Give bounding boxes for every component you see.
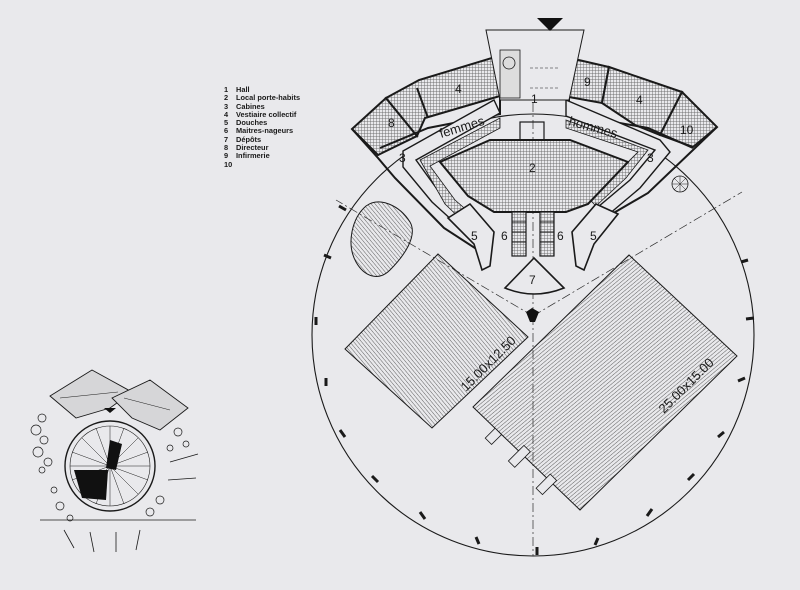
room-number: 6 bbox=[557, 229, 564, 243]
legend-row: 3 Cabines bbox=[224, 101, 300, 111]
showers-left bbox=[446, 202, 495, 272]
room-number: 8 bbox=[388, 116, 395, 130]
legend-label: Douches bbox=[236, 118, 268, 128]
legend-row: 2 Local porte-habits bbox=[224, 93, 301, 103]
site-sketch bbox=[30, 369, 199, 553]
room-number: 5 bbox=[590, 229, 597, 243]
legend-label: Directeur bbox=[236, 143, 269, 153]
legend-number: 6 bbox=[224, 126, 229, 136]
room-number: 10 bbox=[680, 123, 694, 137]
legend-label: Maitres-nageurs bbox=[236, 126, 294, 136]
room-number: 9 bbox=[584, 75, 591, 89]
legend-row: 5 Douches bbox=[224, 118, 300, 128]
legend-row: 1 Hall bbox=[224, 85, 300, 94]
legend-row: 10 bbox=[224, 159, 300, 169]
room-numbers: 1 2 3 3 4 4 5 5 6 6 7 8 9 10 bbox=[388, 75, 694, 287]
legend: 1 Hall 2 Local porte-habits 3 Cabines 4 Vest… bbox=[224, 85, 301, 169]
legend-number: 1 bbox=[224, 85, 229, 94]
showers-right bbox=[571, 203, 620, 272]
legend-number: 4 bbox=[224, 109, 229, 119]
legend-label: Hall bbox=[236, 85, 250, 94]
room-number: 7 bbox=[529, 273, 536, 287]
legend-number: 10 bbox=[224, 159, 233, 169]
legend-number: 5 bbox=[224, 118, 229, 128]
entrance-arrow bbox=[537, 18, 563, 31]
legend-label: Dépôts bbox=[236, 134, 262, 144]
legend-number: 7 bbox=[224, 134, 229, 144]
center-marker bbox=[526, 308, 539, 322]
room-number: 2 bbox=[529, 161, 536, 175]
legend-label: Cabines bbox=[236, 101, 265, 111]
legend-number: 2 bbox=[224, 93, 229, 103]
paddling-pool bbox=[350, 201, 413, 277]
legend-number: 8 bbox=[224, 143, 229, 153]
room-locker-right bbox=[600, 65, 684, 137]
legend-number: 3 bbox=[224, 101, 229, 111]
legend-row: 9 Infirmerie bbox=[224, 151, 300, 161]
room-number: 1 bbox=[531, 92, 538, 106]
lifeguard-blocks bbox=[511, 211, 555, 257]
room-number: 4 bbox=[636, 93, 643, 107]
legend-label: Local porte-habits bbox=[236, 93, 301, 103]
room-number: 5 bbox=[471, 229, 478, 243]
room-number: 3 bbox=[647, 151, 654, 165]
spiral-stair bbox=[671, 175, 689, 193]
legend-row: 8 Directeur bbox=[224, 143, 300, 153]
room-number: 3 bbox=[399, 151, 406, 165]
legend-number: 9 bbox=[224, 151, 229, 161]
legend-row: 4 Vestiaire collectif bbox=[224, 109, 300, 119]
legend-row: 6 Maitres-nageurs bbox=[224, 126, 300, 136]
legend-row: 7 Dépôts bbox=[224, 134, 300, 144]
legend-label: Infirmerie bbox=[236, 151, 270, 161]
legend-label: Vestiaire collectif bbox=[236, 109, 297, 119]
pool-small bbox=[344, 253, 529, 429]
room-storage bbox=[503, 256, 566, 295]
pool-large bbox=[472, 254, 738, 511]
room-number: 6 bbox=[501, 229, 508, 243]
building bbox=[350, 18, 719, 295]
perimeter-posts bbox=[314, 204, 755, 555]
room-cloakroom bbox=[438, 139, 630, 213]
room-number: 4 bbox=[455, 82, 462, 96]
